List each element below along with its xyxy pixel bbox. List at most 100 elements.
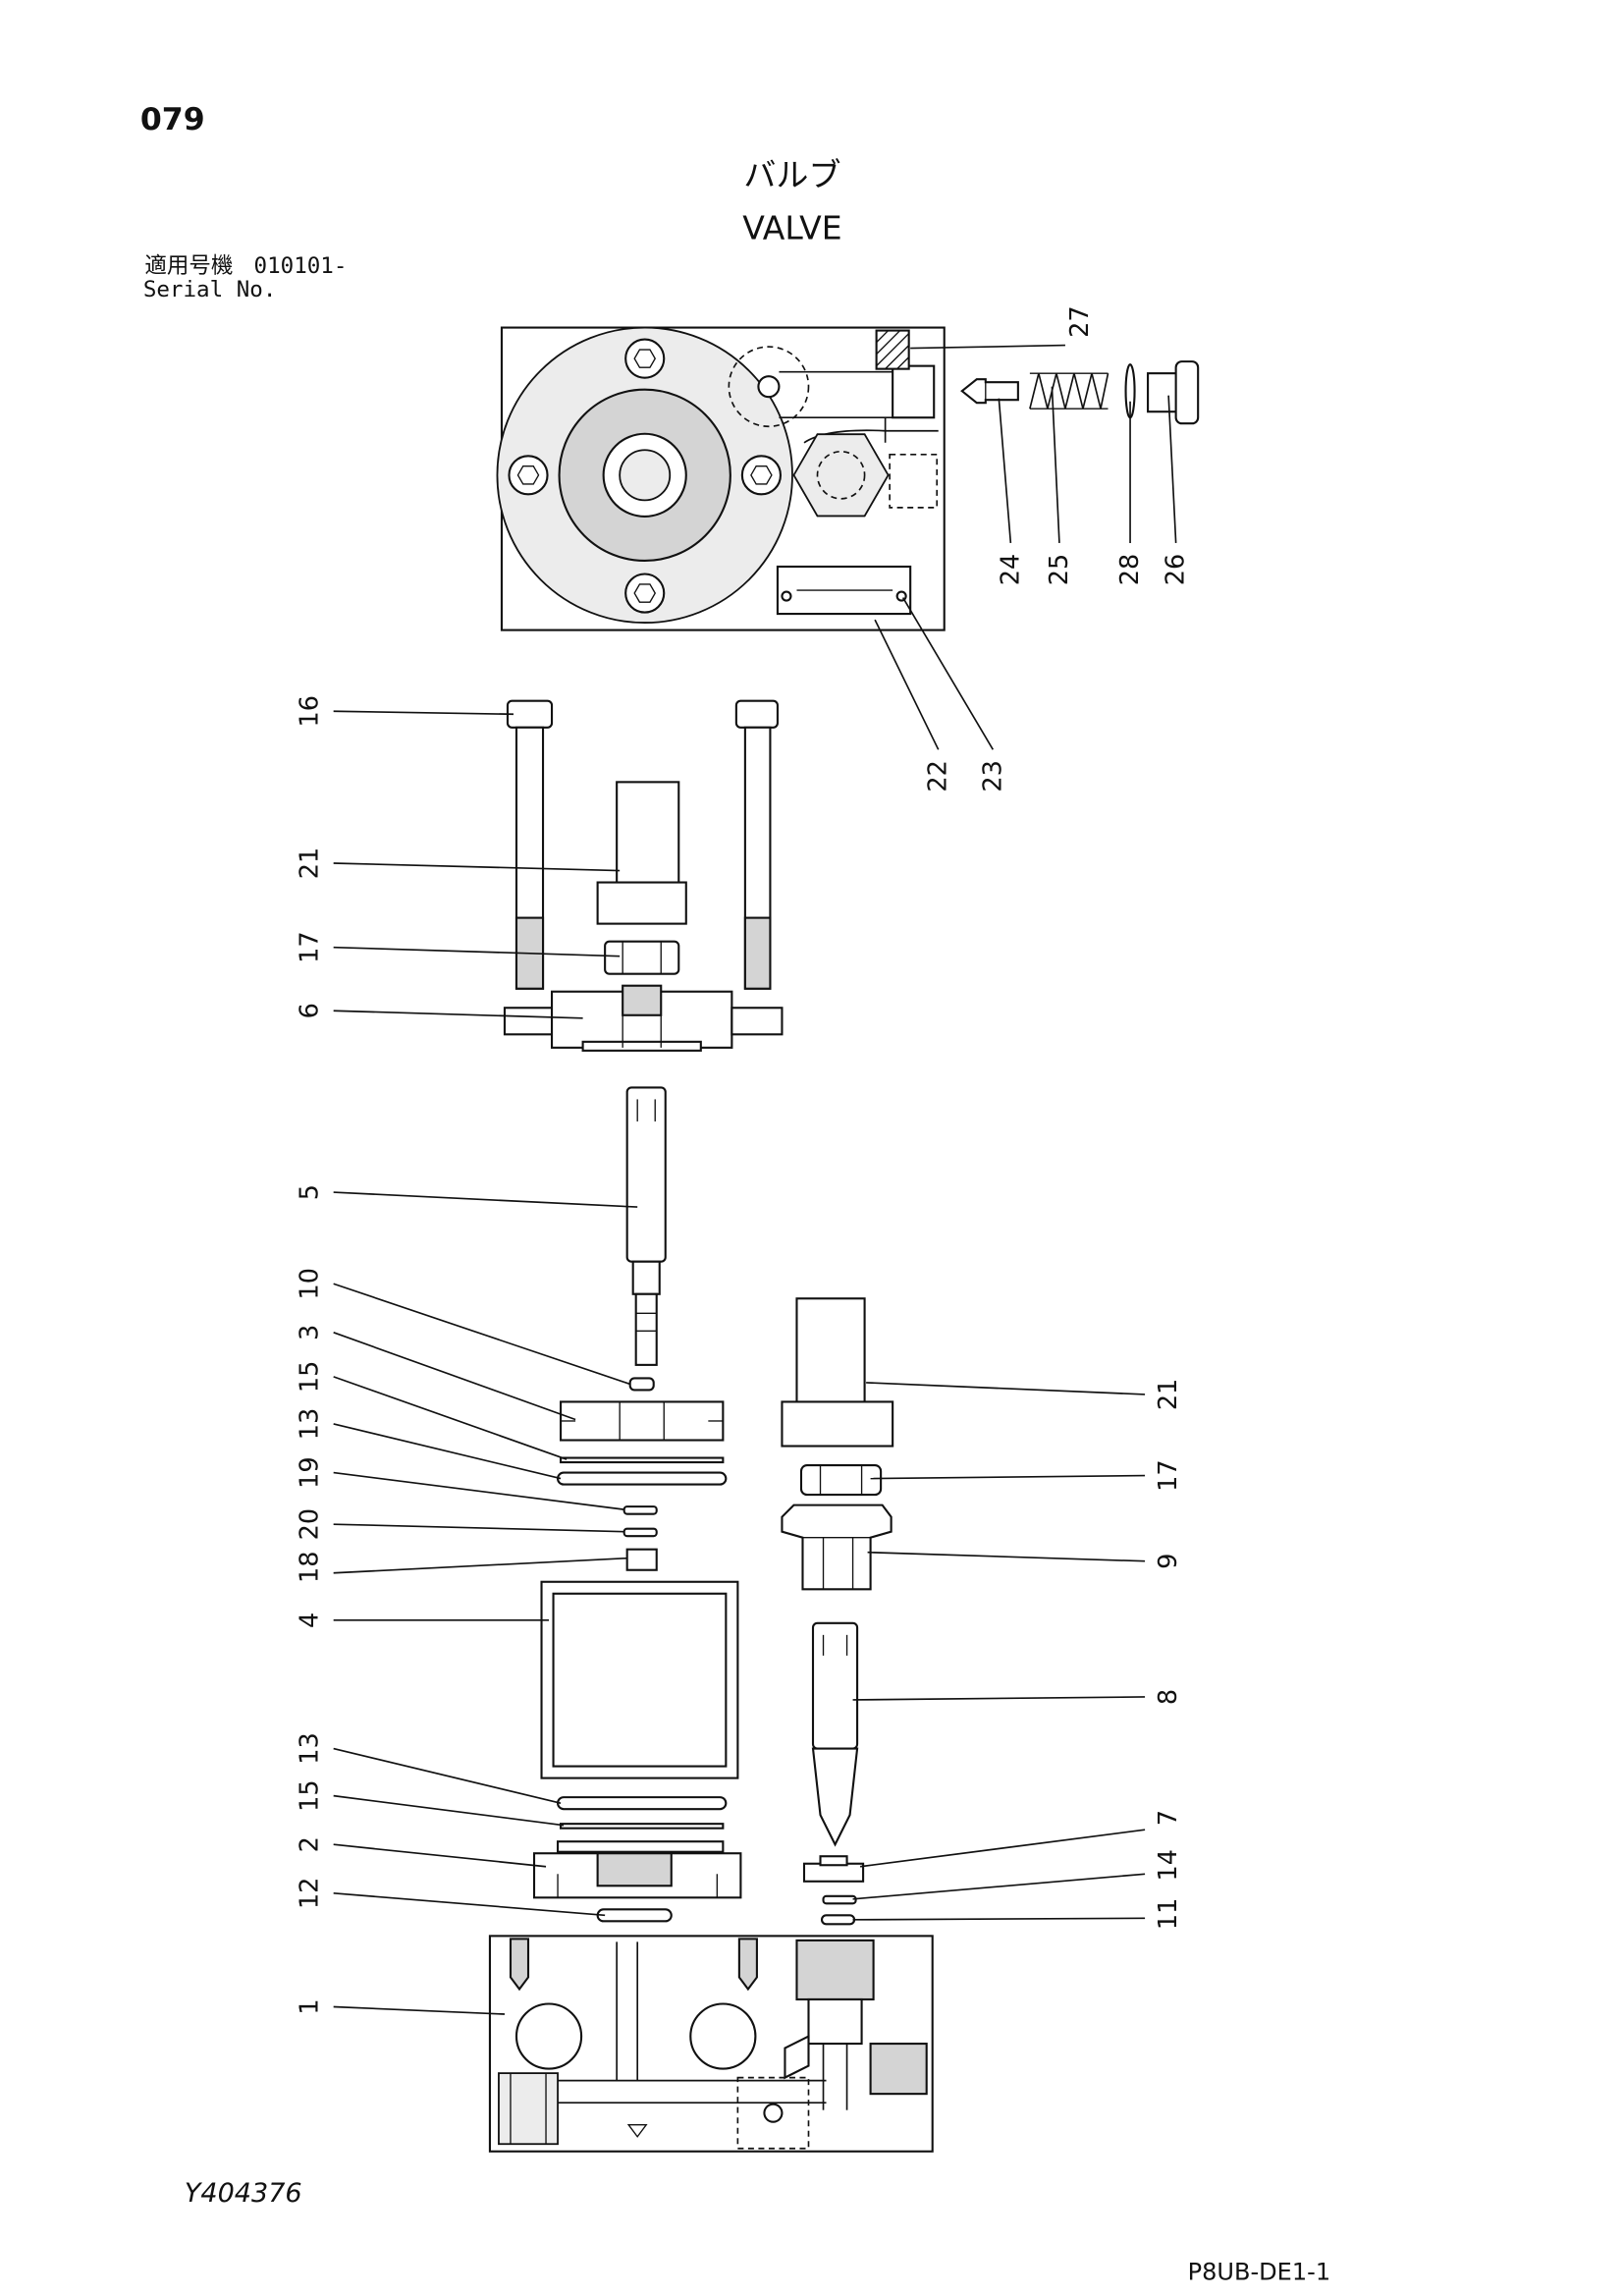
part-9-plug (781, 1503, 893, 1591)
callout-label: 23 (978, 760, 1007, 792)
callout-label: 4 (296, 1613, 325, 1628)
footer: Y404376 P8UB-DE1-1 (185, 2178, 1330, 2286)
leader-line (333, 1283, 630, 1386)
part-21-plug-upper (596, 781, 687, 925)
callout-label: 3 (296, 1325, 325, 1340)
callouts-right: 21 17 9 8 7 14 11 (1154, 1379, 1183, 1930)
part-14-o-ring (822, 1894, 857, 1905)
part-2-plate (532, 1840, 742, 1899)
leader-line (333, 1423, 562, 1480)
part-15-backup-ring-upper (560, 1456, 725, 1464)
leader-line (333, 1747, 562, 1804)
callout-label: 17 (1154, 1459, 1183, 1492)
leader-line (333, 1191, 638, 1208)
leader-line (333, 946, 621, 957)
leader-line (333, 1557, 627, 1574)
callout-label: 7 (1154, 1810, 1183, 1826)
part-4-housing (540, 1580, 739, 1779)
part-11-o-ring (820, 1914, 856, 1926)
part-25-spring (1029, 372, 1109, 410)
part-12-o-ring (596, 1908, 673, 1923)
serial-from: 010101- (254, 253, 348, 279)
part-20-ring (622, 1527, 658, 1538)
title-japanese: バルブ (743, 155, 840, 193)
leader-line (870, 1474, 1146, 1480)
leader-line (852, 1873, 1146, 1900)
leader-line (333, 1523, 624, 1533)
leader-line (333, 2005, 506, 2015)
part-18-spacer (625, 1548, 658, 1571)
callout-label: 2 (296, 1836, 325, 1852)
leader-line (1051, 386, 1060, 543)
callout-label: 21 (296, 847, 325, 880)
callout-label: 28 (1115, 554, 1145, 586)
part-15-backup-ring-lower (560, 1823, 725, 1830)
leader-line (333, 1843, 547, 1868)
callout-label: 13 (296, 1408, 325, 1441)
callout-label: 14 (1154, 1849, 1183, 1881)
leader-line (852, 1696, 1146, 1701)
title-english: VALVE (742, 208, 841, 246)
callout-label: 26 (1162, 554, 1191, 585)
callout-label: 11 (1154, 1898, 1183, 1930)
part-13-o-ring-lower (557, 1796, 728, 1811)
leader-line (333, 1376, 568, 1460)
name-plate (776, 565, 912, 616)
callouts-left: 16 21 17 6 5 10 3 15 13 19 20 18 4 13 15… (296, 695, 325, 2015)
leader-lines (333, 344, 1177, 2015)
leader-line (874, 619, 940, 750)
callout-label: 19 (296, 1456, 325, 1489)
callouts-top: 27 24 25 28 26 22 23 (924, 305, 1191, 792)
leader-line (333, 710, 514, 716)
callout-label: 27 (1065, 305, 1095, 337)
callout-label: 15 (296, 1779, 325, 1812)
callout-label: 9 (1154, 1554, 1183, 1569)
header: 079 バルブ VALVE 適用号機 010101- Serial No. (140, 102, 842, 302)
leader-line (333, 1471, 624, 1510)
callout-label: 13 (296, 1732, 325, 1765)
leader-line (901, 597, 995, 750)
part-3-sleeve (560, 1400, 725, 1442)
bolt-holes (508, 338, 782, 614)
callout-label: 25 (1045, 554, 1074, 586)
callout-label: 22 (924, 760, 953, 792)
part-21-plug-lower (781, 1297, 894, 1448)
part-10-pin (628, 1377, 655, 1392)
leader-line (859, 1829, 1146, 1868)
callout-label: 20 (296, 1508, 325, 1541)
part-13-o-ring-upper (557, 1471, 728, 1486)
hatched-plug-27 (875, 329, 910, 370)
leader-line (333, 1891, 606, 1917)
callout-label: 15 (296, 1361, 325, 1394)
leader-line (333, 1794, 565, 1827)
callout-label: 12 (296, 1878, 325, 1910)
callout-label: 5 (296, 1184, 325, 1200)
leader-line (998, 398, 1012, 544)
part-16-bolt-right (734, 699, 779, 990)
sheet-code: P8UB-DE1-1 (1188, 2258, 1330, 2285)
leader-line (1167, 395, 1177, 543)
page-number: 079 (140, 102, 205, 137)
part-5-spool (625, 1086, 667, 1366)
part-6-cover (503, 984, 784, 1052)
part-1-valve-body (488, 1935, 934, 2153)
part-19-ring (622, 1505, 658, 1515)
part-24-poppet (960, 378, 1019, 405)
part-17-nut-upper (604, 940, 680, 975)
relief-nut (792, 433, 890, 518)
callout-label: 21 (1154, 1379, 1183, 1410)
callout-label: 18 (296, 1551, 325, 1583)
callout-label: 17 (296, 931, 325, 963)
part-26-plug (1147, 360, 1200, 425)
callout-label: 1 (296, 1998, 325, 2014)
leader-line (333, 1332, 576, 1421)
leader-line (333, 862, 621, 872)
part-8-poppet (811, 1621, 859, 1847)
leader-line (910, 344, 1065, 350)
callout-label: 6 (296, 1003, 325, 1018)
leader-line (867, 1551, 1146, 1562)
callout-label: 16 (296, 695, 325, 728)
callout-label: 8 (1154, 1689, 1183, 1705)
part-17-nut-lower (799, 1464, 883, 1497)
